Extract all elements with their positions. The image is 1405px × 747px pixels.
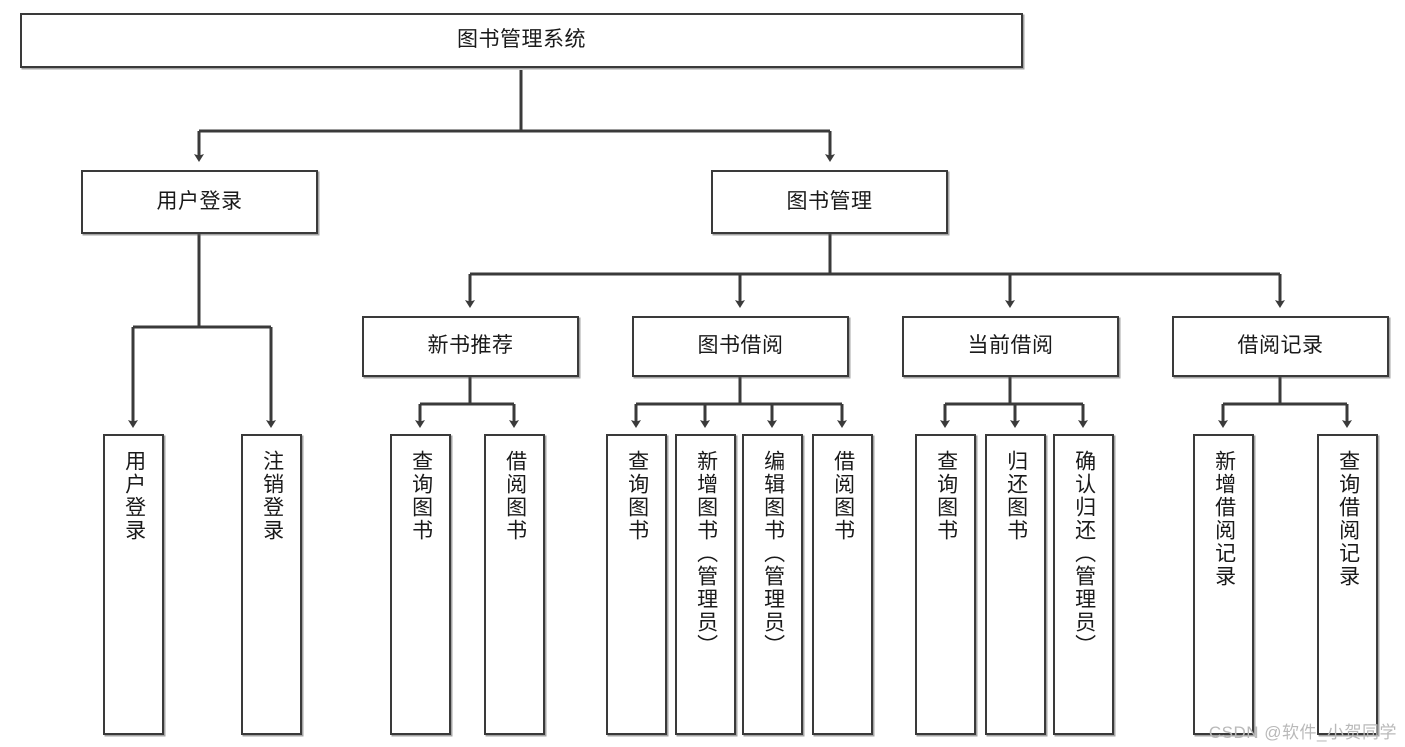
csdn-watermark: CSDN @软件_小贺同学 — [1208, 723, 1397, 742]
node-new-book-recommend[interactable]: 新书推荐 — [362, 316, 579, 377]
node-label: 图书管理 — [786, 189, 873, 213]
node-current-borrow[interactable]: 当前借阅 — [902, 316, 1119, 377]
leaf-logout[interactable]: 注销登录 — [241, 434, 302, 735]
node-label: 查询图书 — [409, 450, 433, 542]
leaf-query-book-recommend[interactable]: 查询图书 — [390, 434, 451, 735]
leaf-query-book-current[interactable]: 查询图书 — [915, 434, 976, 735]
node-label: 新增图书（管理员） — [694, 450, 718, 657]
node-label: 借阅图书 — [503, 450, 527, 542]
leaf-borrow-book[interactable]: 借阅图书 — [812, 434, 873, 735]
node-book-management[interactable]: 图书管理 — [711, 170, 948, 234]
leaf-return-book[interactable]: 归还图书 — [985, 434, 1046, 735]
node-label: 图书借阅 — [697, 334, 784, 358]
node-label: 查询图书 — [934, 450, 958, 542]
node-borrow-record[interactable]: 借阅记录 — [1172, 316, 1389, 377]
node-label: 编辑图书（管理员） — [761, 450, 785, 657]
node-label: 借阅图书 — [831, 450, 855, 542]
node-label: 新书推荐 — [427, 334, 514, 358]
node-label: 查询借阅记录 — [1336, 450, 1360, 588]
leaf-confirm-return-admin[interactable]: 确认归还（管理员） — [1053, 434, 1114, 735]
leaf-add-borrow-record[interactable]: 新增借阅记录 — [1193, 434, 1254, 735]
node-label: 注销登录 — [260, 450, 284, 542]
leaf-add-book-admin[interactable]: 新增图书（管理员） — [675, 434, 736, 735]
leaf-borrow-book-recommend[interactable]: 借阅图书 — [484, 434, 545, 735]
node-label: 用户登录 — [122, 450, 146, 542]
node-label: 新增借阅记录 — [1212, 450, 1236, 588]
leaf-edit-book-admin[interactable]: 编辑图书（管理员） — [742, 434, 803, 735]
node-label: 借阅记录 — [1237, 334, 1324, 358]
node-label: 用户登录 — [156, 189, 243, 213]
node-user-login[interactable]: 用户登录 — [81, 170, 318, 234]
leaf-query-book-borrow[interactable]: 查询图书 — [606, 434, 667, 735]
node-root-book-management-system[interactable]: 图书管理系统 — [20, 13, 1023, 68]
node-book-borrow[interactable]: 图书借阅 — [632, 316, 849, 377]
node-label: 当前借阅 — [967, 334, 1054, 358]
leaf-user-login[interactable]: 用户登录 — [103, 434, 164, 735]
leaf-query-borrow-record[interactable]: 查询借阅记录 — [1317, 434, 1378, 735]
node-label: 查询图书 — [625, 450, 649, 542]
node-label: 确认归还（管理员） — [1072, 450, 1096, 657]
node-label: 图书管理系统 — [457, 28, 586, 52]
node-label: 归还图书 — [1004, 450, 1028, 542]
